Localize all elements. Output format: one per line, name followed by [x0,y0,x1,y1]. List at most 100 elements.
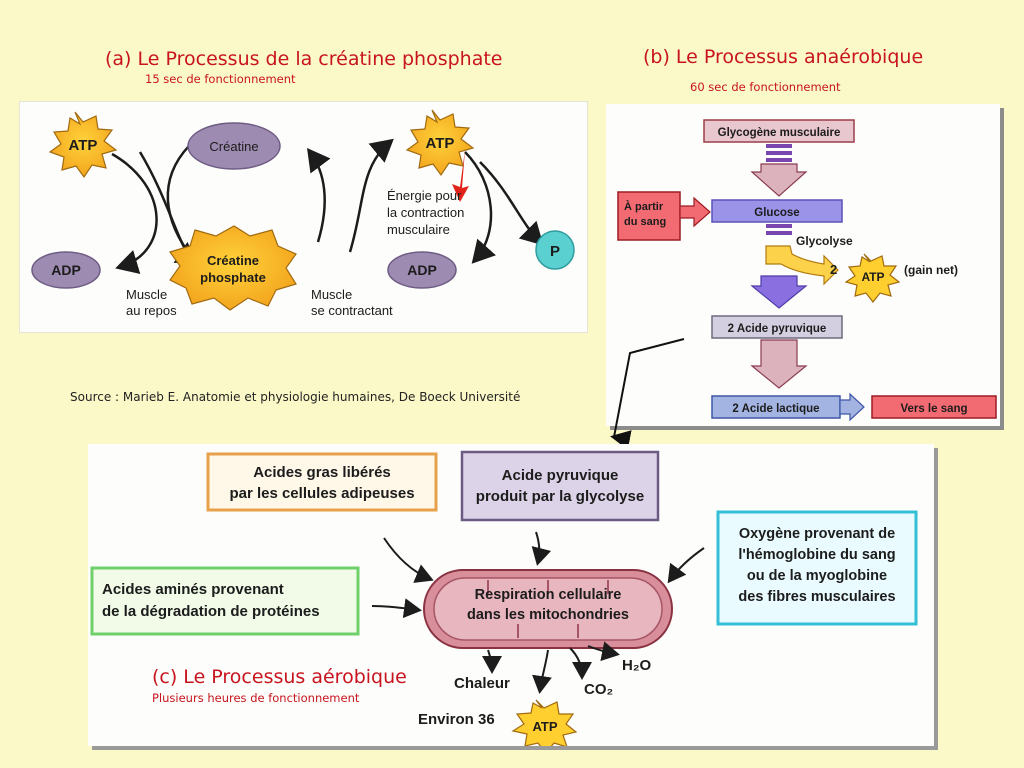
energy-label-2: la contraction [387,205,464,220]
svg-text:ou de la myoglobine: ou de la myoglobine [747,568,887,584]
glycogene-box: Glycogène musculaire [703,119,855,143]
fatty-acids-box: Acides gras libérés par les cellules adi… [206,452,438,512]
subtitle-b: 60 sec de fonctionnement [690,80,841,94]
svg-text:ATP: ATP [426,135,455,152]
energy-label-3: musculaire [387,222,450,237]
svg-text:Acide pyruvique: Acide pyruvique [502,467,619,484]
glucose-box: Glucose [711,199,843,223]
title-a: (a) Le Processus de la créatine phosphat… [105,48,503,70]
muscle-contract-label-1: Muscle [311,287,352,302]
svg-text:À partir: À partir [624,200,664,213]
svg-text:Vers le sang: Vers le sang [900,403,967,415]
energy-label-1: Énergie pour [387,188,462,203]
atp-star-b: ATP [844,253,901,303]
arrow-mito-to-heat [481,649,502,674]
atp-star-right: ATP [405,109,475,177]
water-label: H₂O [622,657,651,674]
svg-text:Acides gras libérés: Acides gras libérés [253,464,391,481]
svg-text:Oxygène provenant de: Oxygène provenant de [739,526,895,542]
subtitle-c: Plusieurs heures de fonctionnement [152,691,360,705]
svg-text:Glucose: Glucose [754,207,799,219]
connector-stripes-top [766,144,792,162]
arrow-down-lactic [750,339,808,389]
svg-text:ADP: ADP [407,262,437,278]
title-c: (c) Le Processus aérobique [152,666,407,688]
adp-ellipse-left: ADP [31,251,101,289]
muscle-rest-label-2: au repos [126,303,177,318]
net-gain-label: (gain net) [904,263,958,277]
arrow-oxygen-to-mito [667,547,705,584]
arrow-down-glucose [750,163,808,197]
arrow-amino-to-mito [371,598,422,619]
arrow-pyruvic-to-mito [531,531,552,566]
svg-text:Glycogène musculaire: Glycogène musculaire [718,127,841,139]
arrow-atp-to-adp-left [111,152,158,274]
panel-creatine-phosphate: ATP Créatine ATP Énergie pour la contrac… [20,102,587,332]
svg-text:P: P [550,243,560,260]
arrow-atp-to-adp-right [464,151,496,264]
svg-text:dans les mitochondries: dans les mitochondries [467,607,629,623]
pyruvic-acid-box: Acide pyruvique produit par la glycolyse [460,450,660,522]
arrow-creatine-down [166,139,196,253]
arrow-adp-to-atp-right [348,138,394,253]
arrow-mito-to-water [587,641,620,662]
svg-text:ATP: ATP [861,270,884,284]
svg-text:de la dégradation de protéines: de la dégradation de protéines [102,603,320,620]
mitochondria-shape: Respiration cellulaire dans les mitochon… [423,569,673,649]
muscle-rest-label-1: Muscle [126,287,167,302]
arrow-lactic-to-blood [839,392,865,422]
aerobic-diagram: Acides gras libérés par les cellules adi… [90,450,918,754]
lactic-box: 2 Acide lactique [711,395,841,419]
atp-star-left: ATP [48,111,118,179]
atp-count: 2 [830,262,837,277]
from-blood-box: À partir du sang [617,191,681,241]
svg-text:produit par la glycolyse: produit par la glycolyse [476,488,644,505]
svg-text:Respiration cellulaire: Respiration cellulaire [475,587,622,603]
svg-text:des fibres musculaires: des fibres musculaires [738,589,895,605]
energy-arrow [452,150,469,202]
svg-text:2 Acide pyruvique: 2 Acide pyruvique [728,323,827,335]
oxygen-box: Oxygène provenant de l'hémoglobine du sa… [716,510,918,626]
title-b: (b) Le Processus anaérobique [643,46,924,68]
arrow-down-pyruvic [750,275,808,309]
arrow-fatty-to-mito [383,537,434,583]
svg-text:l'hémoglobine du sang: l'hémoglobine du sang [738,547,895,563]
svg-text:phosphate: phosphate [200,270,266,285]
co2-label: CO₂ [584,681,613,698]
about36-label: Environ 36 [418,711,495,728]
svg-text:Créatine: Créatine [209,139,258,154]
creatine-phosphate-diagram: ATP Créatine ATP Énergie pour la contrac… [31,109,575,318]
creatine-ellipse: Créatine [187,122,281,170]
arrow-to-phosphate [479,161,544,246]
svg-text:2 Acide lactique: 2 Acide lactique [732,403,819,415]
svg-text:par les cellules adipeuses: par les cellules adipeuses [229,485,414,502]
anaerobic-diagram: Glycogène musculaire À partir du sang Gl… [617,119,997,422]
svg-text:Créatine: Créatine [207,253,259,268]
arrow-phosphate-to-creatine [307,147,331,243]
creatine-phosphate-star: Créatine phosphate [169,225,297,311]
amino-acids-box: Acides aminés provenant de la dégradatio… [90,566,360,636]
subtitle-a: 15 sec de fonctionnement [145,72,296,86]
svg-text:ADP: ADP [51,262,81,278]
arrow-mito-to-atp [532,649,552,694]
svg-text:du sang: du sang [624,216,666,228]
adp-ellipse-right: ADP [387,251,457,289]
glycolyse-label: Glycolyse [796,234,853,248]
source-citation: Source : Marieb E. Anatomie et physiolog… [70,390,521,404]
connector-stripes-mid [766,224,792,235]
to-blood-box: Vers le sang [871,395,997,419]
link-anaerobic-to-aerobic [610,338,685,450]
arrow-mito-to-co2 [569,647,592,680]
arrow-atp-gain [765,245,839,286]
panel-aerobic: Acides gras libérés par les cellules adi… [88,444,934,754]
heat-label: Chaleur [454,675,510,692]
panel-anaerobic: Glycogène musculaire À partir du sang Gl… [606,104,1000,426]
phosphate-circle: P [535,230,575,270]
svg-text:ATP: ATP [69,137,98,154]
muscle-contract-label-2: se contractant [311,303,393,318]
atp-star-c: ATP [511,699,578,754]
svg-text:Acides aminés provenant: Acides aminés provenant [102,581,284,598]
pyruvic-box: 2 Acide pyruvique [711,315,843,339]
arrow-blood-to-glucose [679,196,711,228]
svg-text:ATP: ATP [532,719,557,734]
